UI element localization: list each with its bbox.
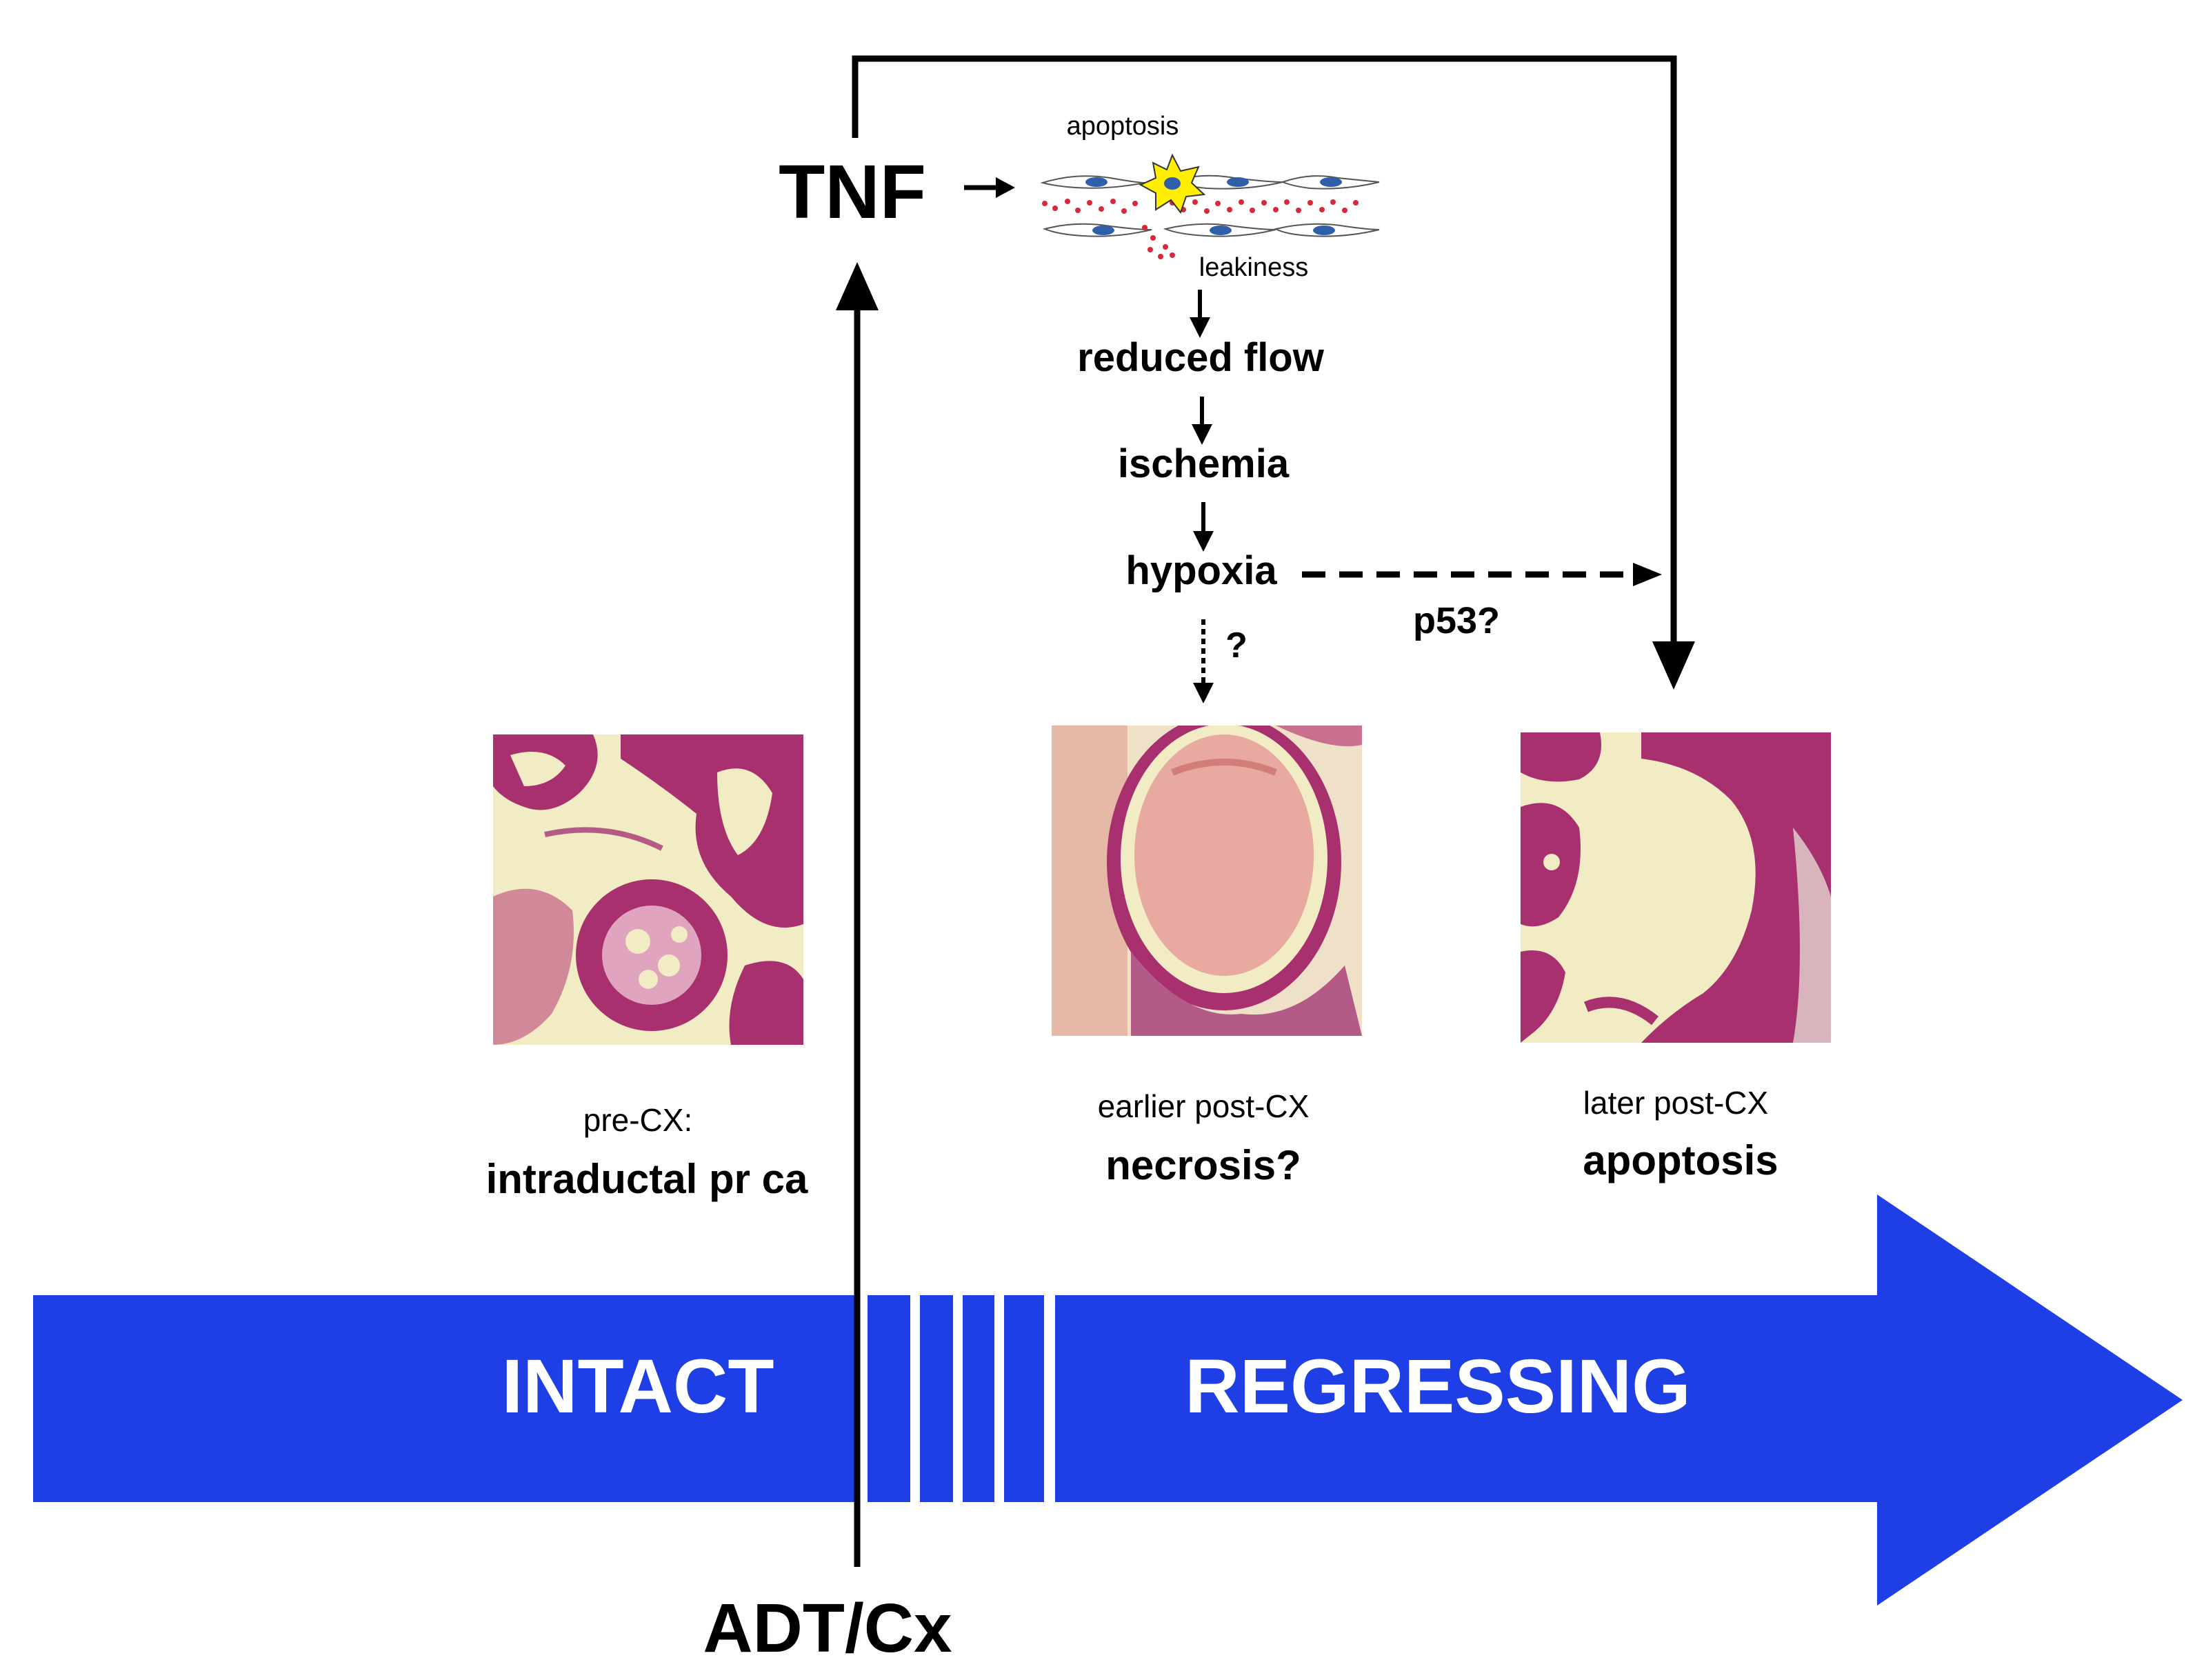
- adt-label: ADT/Cx: [703, 1590, 952, 1667]
- endothelium-bottom: [1042, 223, 1380, 237]
- adt-arrowhead-icon: [836, 262, 879, 310]
- panel-apoptosis-caption: later post-CX: [1583, 1085, 1768, 1121]
- histology-apoptosis-icon: [1521, 732, 1831, 1043]
- band-stripe: [953, 1290, 963, 1508]
- panel-intact-caption: pre-CX:: [583, 1102, 692, 1138]
- band-label-regressing: REGRESSING: [1185, 1344, 1690, 1429]
- leakiness-label: leakiness: [1199, 253, 1308, 282]
- timeline-band: INTACT REGRESSING: [33, 1194, 2183, 1606]
- histology-intact-icon: [493, 734, 803, 1045]
- vessel-illustration: apoptosis: [1040, 112, 1380, 282]
- question-label: ?: [1225, 626, 1247, 666]
- apoptosis-small-label: apoptosis: [1067, 112, 1179, 141]
- hypoxia-label: hypoxia: [1125, 548, 1277, 593]
- tnf-vessel-arrowhead-icon: [996, 177, 1015, 198]
- band-stripe: [910, 1290, 920, 1508]
- blood-cells: [1042, 199, 1359, 259]
- reduced-flow-label: reduced flow: [1077, 335, 1325, 380]
- ischemia-label: ischemia: [1118, 441, 1290, 486]
- band-stripe: [994, 1290, 1004, 1508]
- tnf-apoptosis-arrowhead-icon: [1652, 641, 1695, 690]
- panel-apoptosis-title: apoptosis: [1583, 1137, 1778, 1183]
- cascade-arrows: [1190, 290, 1214, 703]
- dashed-arrowhead-icon: [1633, 563, 1662, 586]
- endothelium-top: [1040, 174, 1380, 190]
- band-label-intact: INTACT: [501, 1344, 774, 1429]
- histology-necrosis-icon: [1052, 726, 1362, 1036]
- timeline-arrow: [33, 1194, 2183, 1606]
- panel-necrosis-caption: earlier post-CX: [1098, 1088, 1310, 1124]
- tnf-to-apoptosis-line: [852, 55, 1677, 645]
- panel-intact-title: intraductal pr ca: [486, 1156, 808, 1202]
- band-stripe: [1044, 1290, 1055, 1508]
- tnf-label: TNF: [779, 150, 926, 234]
- p53-label: p53?: [1413, 600, 1500, 641]
- panel-necrosis-title: necrosis?: [1105, 1142, 1301, 1188]
